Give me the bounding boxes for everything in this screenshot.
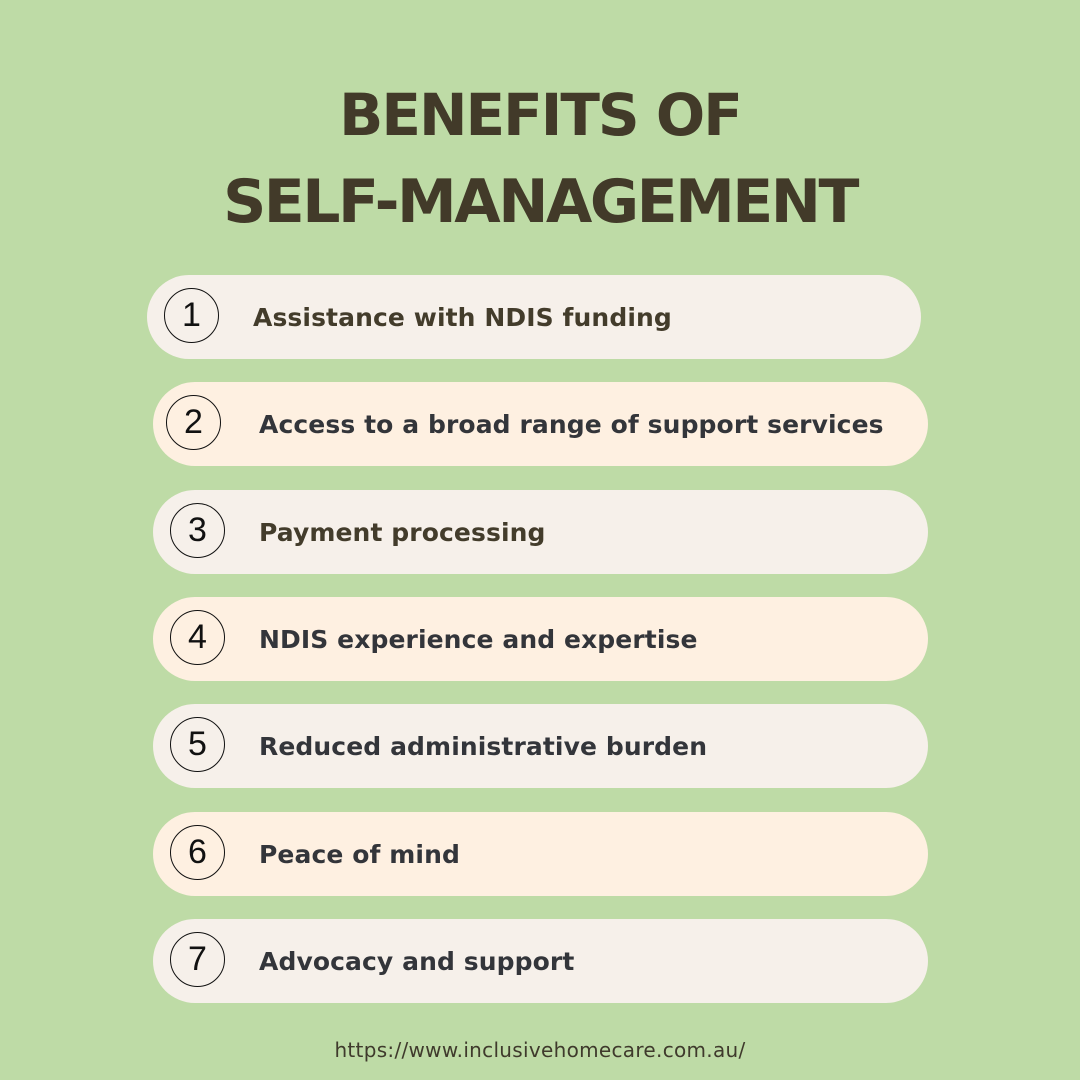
benefit-item-3: 3 Payment processing — [153, 490, 928, 574]
benefit-label-7: Advocacy and support — [259, 946, 575, 976]
benefit-label-5: Reduced administrative burden — [259, 731, 708, 761]
page-title-line-1: BENEFITS OF — [339, 81, 743, 149]
benefit-label-3: Payment processing — [259, 517, 546, 547]
benefit-label-4: NDIS experience and expertise — [259, 624, 698, 654]
website-url: https://www.inclusivehomecare.com.au/ — [334, 1038, 746, 1062]
number-badge-1: 1 — [164, 288, 219, 343]
page-title-line-2: SELF-MANAGEMENT — [223, 167, 859, 237]
benefit-item-4: 4 NDIS experience and expertise — [153, 597, 928, 681]
benefit-item-7: 7 Advocacy and support — [153, 919, 928, 1003]
number-badge-6: 6 — [170, 825, 225, 880]
benefit-label-6: Peace of mind — [259, 839, 460, 869]
number-badge-3: 3 — [170, 503, 225, 558]
number-badge-2: 2 — [166, 395, 221, 450]
benefit-label-1: Assistance with NDIS funding — [253, 302, 672, 332]
benefit-label-2: Access to a broad range of support servi… — [259, 409, 884, 439]
benefit-item-1: 1 Assistance with NDIS funding — [147, 275, 921, 359]
number-badge-4: 4 — [170, 610, 225, 665]
benefit-item-6: 6 Peace of mind — [153, 812, 928, 896]
number-badge-5: 5 — [170, 717, 225, 772]
number-badge-7: 7 — [170, 932, 225, 987]
benefit-item-2: 2 Access to a broad range of support ser… — [153, 382, 928, 466]
benefit-item-5: 5 Reduced administrative burden — [153, 704, 928, 788]
